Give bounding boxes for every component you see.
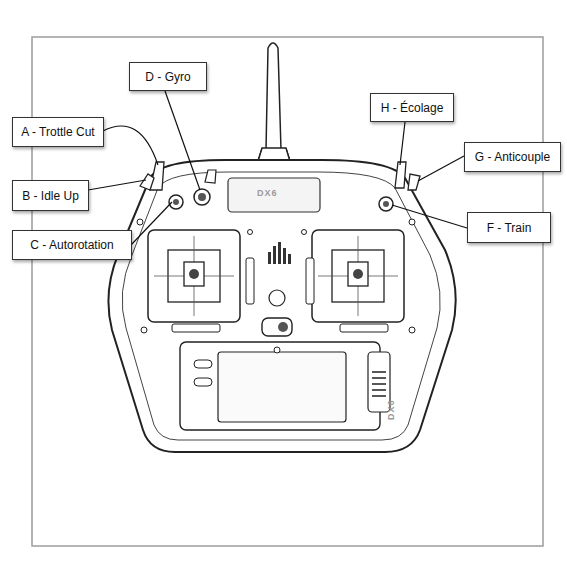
callout-text: B - Idle Up: [22, 189, 79, 203]
callout-box: H - Écolage: [370, 93, 454, 122]
switch-knob: [169, 195, 183, 209]
callout-box: F - Train: [467, 212, 551, 243]
toggle-switch: [408, 174, 420, 190]
lcd-screen: [218, 352, 346, 422]
power-switch: [262, 318, 292, 336]
callout-box: D - Gyro: [129, 62, 207, 91]
switch-knob: [383, 201, 389, 207]
callout-text: H - Écolage: [381, 101, 444, 115]
button: [194, 378, 212, 386]
trim-slider: [172, 324, 220, 332]
signal-bars: [268, 242, 291, 264]
callout-text: F - Train: [487, 221, 532, 235]
brand-label: DX6: [386, 399, 396, 420]
callout-box: B - Idle Up: [12, 180, 89, 211]
stick: [184, 262, 204, 286]
body-inner-edge: [122, 172, 440, 440]
lower-panel: [180, 342, 380, 430]
callout-text: A - Trottle Cut: [21, 125, 94, 139]
transmitter-body: [108, 160, 455, 452]
trim-slider: [246, 258, 254, 304]
switch-knob: [173, 199, 179, 205]
gyro-knob: [198, 193, 206, 201]
gimbal-axis: [154, 236, 234, 316]
stick: [353, 269, 363, 279]
right-gimbal: [312, 230, 404, 322]
gyro-knob: [194, 189, 210, 205]
trim-slider: [340, 324, 388, 332]
button: [194, 360, 212, 368]
scroll-roller: [372, 372, 386, 396]
power-switch: [278, 322, 288, 332]
callout-box: C - Autorotation: [12, 230, 132, 260]
stick: [348, 262, 368, 286]
antenna-mount: [258, 148, 290, 160]
toggle-switch: [205, 170, 216, 183]
frame: [32, 37, 543, 546]
trim-slider: [306, 258, 314, 304]
toggle-switch: [395, 162, 406, 188]
top-panel: [228, 178, 320, 212]
callout-text: D - Gyro: [145, 70, 190, 84]
left-gimbal: [148, 230, 240, 322]
switch-knob: [379, 197, 393, 211]
callout-text: C - Autorotation: [30, 238, 113, 252]
callout-box: G - Anticouple: [464, 142, 561, 172]
toggle-switch: [140, 174, 154, 190]
center-button: [269, 290, 285, 306]
antenna: [266, 43, 281, 150]
gimbal-axis: [318, 236, 398, 316]
screw: [137, 219, 415, 353]
callout-box: A - Trottle Cut: [12, 117, 104, 147]
leader-line: [88, 91, 467, 245]
brand-label: DX6: [257, 188, 278, 198]
callout-text: G - Anticouple: [475, 150, 550, 164]
stick: [189, 269, 199, 279]
